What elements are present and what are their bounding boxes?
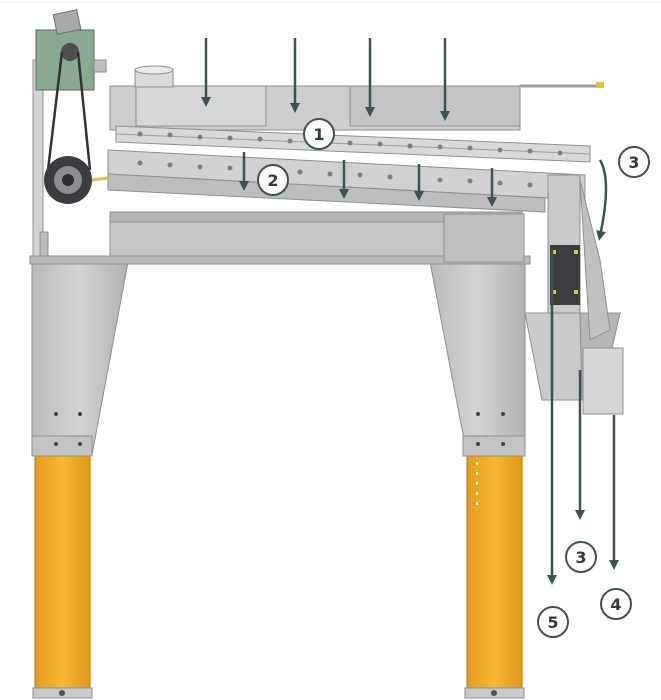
oversize-arrow bbox=[596, 159, 608, 241]
top-screen-deck bbox=[115, 125, 591, 163]
drive-pulley bbox=[44, 156, 109, 204]
deck-bolts bbox=[137, 131, 563, 188]
right-leg bbox=[464, 454, 525, 699]
lower-screen-deck bbox=[107, 149, 586, 213]
right-leg-panel bbox=[429, 261, 526, 457]
badge-3-top: 3 bbox=[618, 146, 650, 178]
badge-4: 4 bbox=[600, 588, 632, 620]
discharge-chute bbox=[524, 174, 624, 415]
badge-3-bottom-text: 3 bbox=[575, 548, 586, 567]
badge-5: 5 bbox=[537, 606, 569, 638]
badge-1-text: 1 bbox=[313, 125, 324, 144]
left-leg-panel bbox=[31, 261, 129, 457]
drive-belt bbox=[46, 51, 92, 171]
lower-housing bbox=[29, 211, 531, 265]
motor-unit bbox=[35, 9, 107, 91]
badge-3-top-text: 3 bbox=[628, 153, 639, 172]
badge-5-text: 5 bbox=[547, 613, 558, 632]
badge-1: 1 bbox=[303, 118, 335, 150]
badge-4-text: 4 bbox=[610, 595, 621, 614]
badge-2-text: 2 bbox=[267, 171, 278, 190]
flow-arrows bbox=[201, 38, 619, 585]
left-leg bbox=[32, 454, 93, 699]
upper-housing bbox=[109, 65, 604, 131]
badge-2: 2 bbox=[257, 164, 289, 196]
badge-3-bottom: 3 bbox=[565, 541, 597, 573]
